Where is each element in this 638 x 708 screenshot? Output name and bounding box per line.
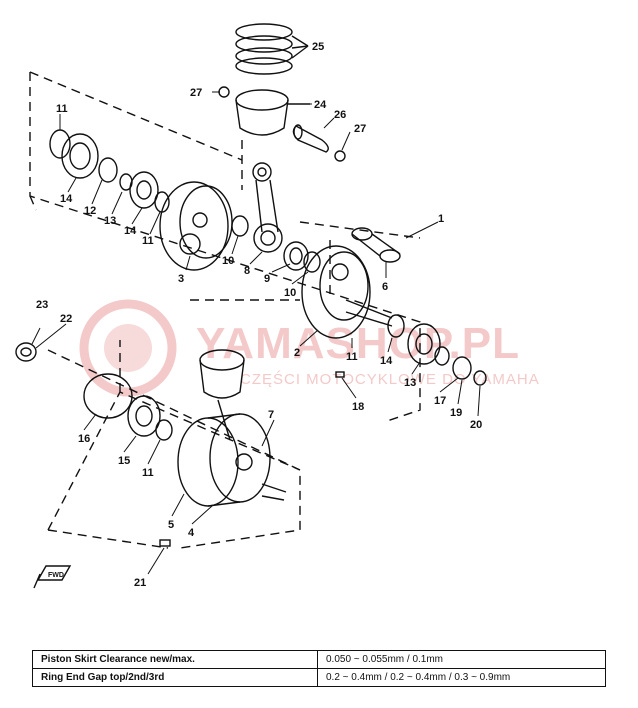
part-number-17: 17	[434, 395, 446, 407]
part-number-11-b: 11	[142, 235, 154, 247]
circlip-left	[218, 86, 230, 98]
part-number-22: 22	[60, 313, 72, 325]
part-number-11-d: 11	[142, 467, 154, 479]
part-number-13-a: 13	[104, 215, 116, 227]
spec-label: Piston Skirt Clearance new/max.	[32, 650, 318, 669]
part-number-labels: 25 27 24 26 27 1 11 14 12 13 14 11 3 10 …	[36, 41, 482, 589]
spec-value: 0.050 ~ 0.055mm / 0.1mm	[317, 650, 606, 669]
part-number-23: 23	[36, 299, 48, 311]
part-number-14-c: 14	[380, 355, 393, 367]
part-number-10-a: 10	[222, 255, 234, 267]
needle-bearing	[283, 241, 309, 271]
part-number-4: 4	[188, 527, 195, 539]
part-number-25: 25	[312, 41, 324, 53]
thrust-washer-right	[303, 251, 321, 273]
part-number-7: 7	[268, 409, 274, 421]
thrust-washer-left	[231, 215, 249, 237]
crank-pin	[351, 227, 401, 263]
woodruff-key	[335, 371, 345, 378]
part-number-27-right: 27	[354, 123, 366, 135]
part-number-24: 24	[314, 99, 327, 111]
fwd-arrow-icon: FWD	[33, 565, 72, 589]
watermark-logo-icon	[79, 299, 177, 397]
part-number-5: 5	[168, 519, 174, 531]
assembly-outline	[29, 71, 421, 549]
crank-half-right	[301, 245, 393, 339]
part-number-14-a: 14	[60, 193, 73, 205]
part-number-1: 1	[438, 213, 444, 225]
lower-bearing-stack	[127, 395, 173, 441]
leader-lines	[31, 91, 481, 575]
o-ring	[83, 373, 133, 419]
part-number-12: 12	[84, 205, 96, 217]
table-row: Piston Skirt Clearance new/max. 0.050 ~ …	[32, 650, 606, 669]
spec-value: 0.2 ~ 0.4mm / 0.2 ~ 0.4mm / 0.3 ~ 0.9mm	[317, 668, 606, 687]
exploded-parts-diagram: YAMASHOP.PL CZĘŚCI MOTOCYKLOWE DO YAMAHA	[15, 23, 540, 589]
spec-label: Ring End Gap top/2nd/3rd	[32, 668, 318, 687]
table-row: Ring End Gap top/2nd/3rd 0.2 ~ 0.4mm / 0…	[32, 668, 606, 687]
spec-table: Piston Skirt Clearance new/max. 0.050 ~ …	[32, 650, 606, 687]
part-number-2: 2	[294, 347, 300, 359]
crank-half-left	[159, 181, 233, 271]
part-number-26: 26	[334, 109, 346, 121]
right-bearing-stack	[387, 314, 487, 386]
part-number-9: 9	[264, 273, 270, 285]
part-number-10-b: 10	[284, 287, 296, 299]
part-number-18: 18	[352, 401, 364, 413]
fwd-label: FWD	[48, 572, 64, 579]
watermark-subtitle: CZĘŚCI MOTOCYKLOWE DO YAMAHA	[240, 370, 540, 388]
piston-pin	[292, 124, 329, 153]
part-number-19: 19	[450, 407, 462, 419]
part-number-13-b: 13	[404, 377, 416, 389]
part-number-27-left: 27	[190, 87, 202, 99]
crankshaft-assembly	[177, 349, 287, 507]
watermark: YAMASHOP.PL CZĘŚCI MOTOCYKLOWE DO YAMAHA	[79, 299, 540, 397]
part-number-8: 8	[244, 265, 250, 277]
nut	[15, 342, 37, 362]
part-number-16: 16	[78, 433, 90, 445]
part-number-6: 6	[382, 281, 388, 293]
part-number-14-b: 14	[124, 225, 137, 237]
dowel-pin	[159, 539, 171, 547]
part-number-21: 21	[134, 577, 146, 589]
part-number-20: 20	[470, 419, 482, 431]
connecting-rod	[252, 162, 283, 253]
part-number-11-a: 11	[56, 103, 68, 115]
circlip-right	[334, 150, 346, 162]
part-number-11-c: 11	[346, 351, 358, 363]
piston-rings	[235, 23, 309, 75]
part-number-15: 15	[118, 455, 130, 467]
part-number-3: 3	[178, 273, 184, 285]
